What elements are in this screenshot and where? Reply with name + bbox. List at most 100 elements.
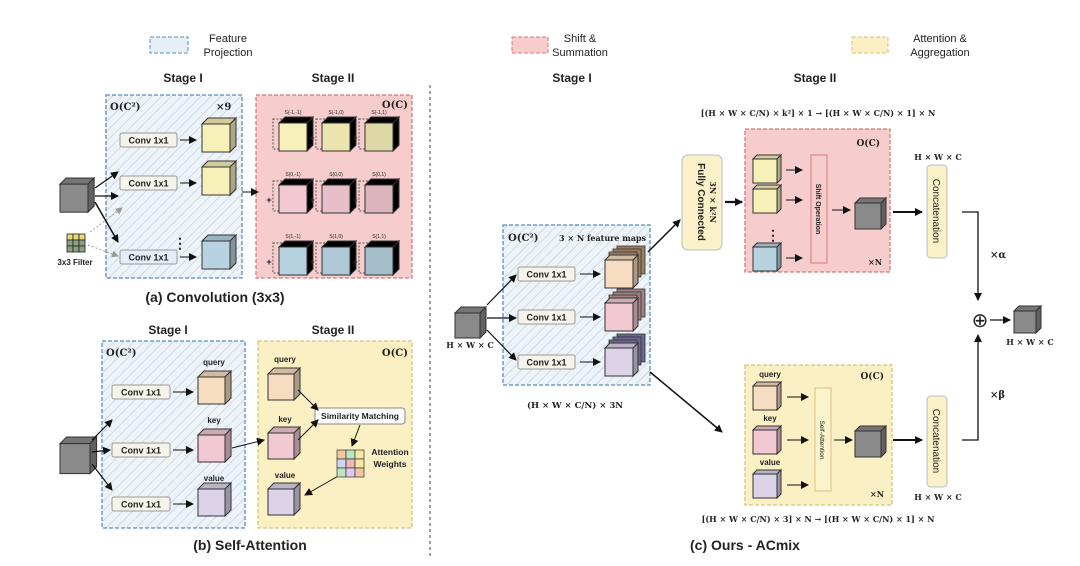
- shifted-cube-icon: [277, 177, 315, 215]
- arrow: [350, 424, 361, 447]
- feature-cube-icon: [603, 296, 640, 333]
- value-label: value: [275, 471, 296, 480]
- conv-1x1-label: Conv 1x1: [526, 358, 566, 368]
- concat-dim-label: H × W × C: [914, 152, 961, 162]
- times-n-label: ×N: [870, 489, 884, 499]
- arrow: [647, 219, 681, 253]
- filter-grid-icon: [66, 233, 86, 253]
- shifted-cube-icon: [363, 177, 401, 215]
- sum-icon: ⊕: [972, 310, 989, 332]
- shifted-cube-icon: [320, 115, 358, 153]
- ellipsis: ⋮: [766, 227, 780, 243]
- legend-projection-swatch: [149, 36, 189, 54]
- conv-1x1-label: Conv 1x1: [128, 253, 168, 263]
- caption: (c) Ours - ACmix: [690, 537, 800, 553]
- arrow: [649, 371, 723, 433]
- concatenation-box-top: [926, 164, 948, 259]
- key-label: key: [763, 414, 777, 423]
- feature-cube-icon: [200, 159, 238, 197]
- conv-1x1-box: Conv 1x1: [119, 132, 178, 148]
- conv-1x1-label: Conv 1x1: [128, 136, 168, 146]
- key-cube-icon: [751, 424, 783, 456]
- conv-1x1-box: Conv 1x1: [111, 384, 171, 400]
- input-cube-icon: [58, 435, 98, 475]
- caption: (b) Self-Attention: [193, 537, 307, 553]
- feature-cube-icon: [603, 253, 640, 290]
- plus-icon: +: [352, 257, 357, 267]
- feature-cube-icon: [200, 116, 238, 154]
- shift-operation-box: [810, 154, 828, 264]
- legend-attention-label: Attention &: [913, 33, 967, 45]
- conv-1x1-label: Conv 1x1: [128, 179, 168, 189]
- shifted-cube-icon: [320, 239, 358, 277]
- plus-icon: +: [266, 257, 271, 267]
- conv-1x1-label: Conv 1x1: [526, 313, 566, 323]
- arrow: [91, 463, 113, 491]
- feature-cube-icon: [603, 341, 640, 378]
- concatenation-box-bottom: [926, 395, 948, 488]
- conv-1x1-label: Conv 1x1: [121, 388, 161, 398]
- plus-icon: +: [309, 195, 314, 205]
- stage-1-title: Stage I: [552, 71, 591, 85]
- complexity-label: O(C): [382, 100, 408, 111]
- key-label: key: [207, 416, 221, 425]
- shift-label: S(1,1): [372, 234, 386, 240]
- feature-cube-icon: [196, 369, 233, 406]
- attention-formula: [(H × W × C/N) × 3] × N → [(H × W × C/N)…: [702, 514, 935, 524]
- feature-cube-icon: [751, 241, 783, 273]
- input-cube-icon: [453, 305, 488, 340]
- stage-1-title: Stage I: [163, 71, 202, 85]
- stage-1-title: Stage I: [148, 323, 187, 337]
- query-label: query: [759, 370, 781, 379]
- legend-projection-label: Feature: [209, 33, 247, 45]
- shift-label: S(0,1): [372, 172, 386, 178]
- arrow: [297, 389, 319, 411]
- caption: (a) Convolution (3x3): [145, 289, 284, 305]
- arrow: [91, 419, 113, 441]
- arrow: [231, 437, 265, 449]
- key-cube-icon: [266, 425, 302, 461]
- query-label: query: [274, 355, 296, 364]
- shift-label: S(0,-1): [285, 172, 301, 178]
- shifted-cube-icon: [320, 177, 358, 215]
- fc-dim-label: 3N × k²N: [708, 181, 718, 223]
- conv-1x1-label: Conv 1x1: [121, 446, 161, 456]
- panel-self-attention: Stage I Stage II O(C²) O(C) query key va…: [101, 323, 413, 553]
- feature-cube-icon: [196, 427, 233, 464]
- plus-icon: +: [266, 195, 271, 205]
- feature-cube-icon: [751, 153, 783, 185]
- self-attention-box: [814, 387, 832, 492]
- fully-connected-label: Fully Connected: [695, 163, 706, 241]
- plus-icon: +: [309, 133, 314, 143]
- arrow: [91, 446, 111, 455]
- query-label: query: [203, 358, 225, 367]
- shift-label: S(-1,1): [371, 110, 387, 116]
- attention-weights-label: Attention: [371, 447, 408, 457]
- value-cube-icon: [751, 468, 783, 500]
- conv-1x1-label: Conv 1x1: [121, 500, 161, 510]
- shift-label: S(1,-1): [285, 234, 301, 240]
- filter-label: 3x3 Filter: [57, 258, 92, 267]
- complexity-label: O(C²): [110, 102, 141, 113]
- conv-1x1-box: Conv 1x1: [119, 249, 178, 265]
- value-label: value: [204, 474, 225, 483]
- complexity-label: O(C²): [106, 348, 137, 359]
- arrow: [486, 329, 517, 361]
- beta-connector: [962, 334, 982, 441]
- plus-icon: +: [352, 195, 357, 205]
- shifted-cube-icon: [363, 239, 401, 277]
- alpha-label: ×α: [990, 250, 1006, 261]
- output-cube-icon: [853, 424, 888, 459]
- shifted-cube-icon: [277, 115, 315, 153]
- times-9-label: ×9: [216, 102, 231, 113]
- similarity-matching-box: [314, 407, 406, 425]
- shift-label: S(-1,0): [328, 110, 344, 116]
- similarity-matching-label: Similarity Matching: [321, 411, 399, 421]
- attention-weights-grid-icon: [336, 449, 365, 478]
- concatenation-label: Concatenation: [930, 409, 941, 474]
- arrow: [89, 207, 123, 233]
- conv-1x1-box: Conv 1x1: [517, 266, 576, 282]
- key-label: key: [278, 415, 292, 424]
